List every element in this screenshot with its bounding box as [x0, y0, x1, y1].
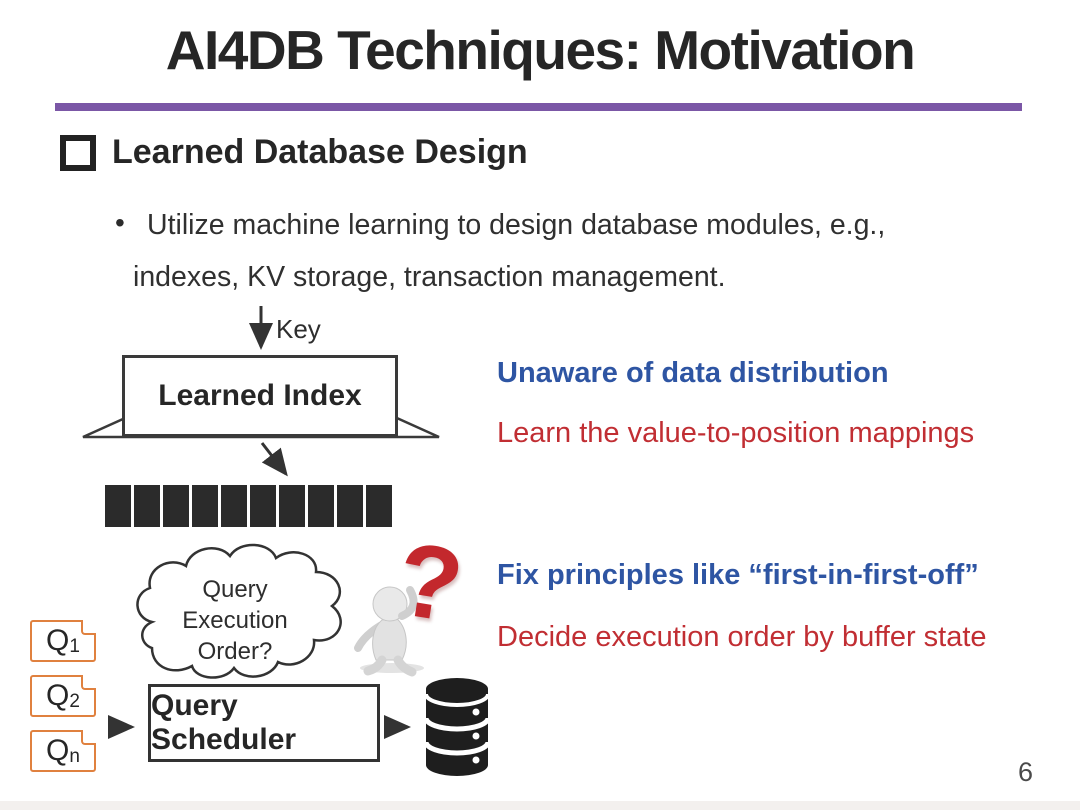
square-bullet-icon	[60, 134, 96, 171]
page-title: AI4DB Techniques: Motivation	[165, 19, 916, 81]
annotation-index-blue: Unaware of data distribution	[497, 357, 889, 389]
title-divider	[55, 103, 1022, 111]
database-icon	[423, 678, 491, 776]
annotation-index-red: Learn the value-to-position mappings	[497, 417, 975, 449]
cloud-text: Query Execution Order?	[160, 574, 310, 667]
cloud-line-3: Order?	[197, 638, 273, 665]
memory-block	[279, 485, 305, 527]
bullet-text-line-2: indexes, KV storage, transaction managem…	[133, 261, 726, 293]
memory-blocks	[105, 485, 392, 527]
query-scheduler-box: Query Scheduler	[148, 684, 380, 762]
cloud-line-2: Execution	[182, 607, 288, 634]
memory-block	[105, 485, 131, 527]
memory-block	[366, 485, 392, 527]
memory-block	[134, 485, 160, 527]
memory-block	[192, 485, 218, 527]
page-number: 6	[1018, 757, 1034, 787]
learned-index-box: Learned Index	[122, 355, 398, 437]
annotation-scheduler-blue: Fix principles like “first-in-first-off”	[497, 559, 979, 591]
memory-block	[308, 485, 334, 527]
section-title: Learned Database Design	[112, 133, 528, 171]
thinking-person-icon	[354, 586, 424, 677]
bullet-dot-icon: •	[115, 207, 125, 238]
thought-cloud-icon	[136, 543, 342, 679]
cloud-line-1: Query	[202, 576, 268, 603]
memory-block	[250, 485, 276, 527]
index-position-arrow	[260, 442, 288, 477]
key-label: Key	[276, 314, 321, 344]
memory-block	[221, 485, 247, 527]
section-header: Learned Database Design	[60, 133, 528, 172]
bullet-text-line-1: Utilize machine learning to design datab…	[147, 209, 886, 241]
memory-block	[337, 485, 363, 527]
memory-block	[163, 485, 189, 527]
bottom-edge-strip	[0, 801, 1080, 810]
annotation-scheduler-red: Decide execution order by buffer state	[497, 621, 987, 653]
